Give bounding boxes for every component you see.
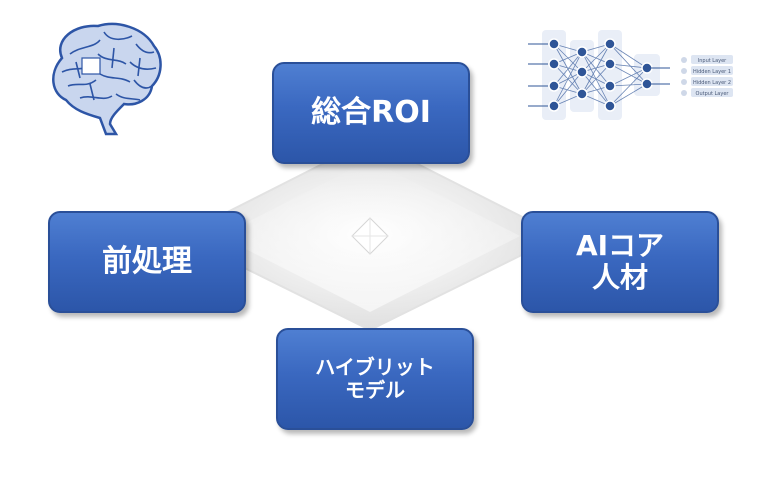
nn-connection	[609, 83, 648, 87]
nn-connection	[609, 43, 648, 69]
nn-node	[604, 100, 616, 112]
nn-legend-item-hidden1: Hidden Layer 1	[681, 66, 733, 75]
nn-node	[604, 38, 616, 50]
nn-node	[548, 100, 560, 112]
nn-connection	[553, 51, 583, 87]
nn-legend-item-output: Output Layer	[681, 88, 733, 97]
nn-legend: Input Layer Hidden Layer 1 Hidden Layer …	[681, 55, 733, 97]
nn-connection	[609, 63, 648, 85]
nn-node	[548, 38, 560, 50]
roi-box: 総合ROI	[272, 62, 470, 164]
nn-connection	[581, 63, 611, 95]
nn-connection	[581, 71, 611, 107]
neural-network-diagram: Input Layer Hidden Layer 1 Hidden Layer …	[528, 30, 733, 120]
nn-legend-item-hidden2: Hidden Layer 2	[681, 77, 733, 86]
hybrid-model-box: ハイブリット モデル	[276, 328, 474, 430]
nn-node	[576, 46, 588, 58]
nn-legend-item-input: Input Layer	[681, 55, 733, 64]
nn-node	[548, 80, 560, 92]
nn-connection	[609, 63, 648, 69]
nn-node	[548, 58, 560, 70]
nn-node	[576, 66, 588, 78]
nn-connection	[581, 43, 611, 73]
nn-connection	[553, 51, 583, 107]
legend-label: Hidden Layer 2	[693, 80, 731, 86]
nn-node	[576, 88, 588, 100]
nn-node	[604, 80, 616, 92]
nn-connection	[553, 71, 583, 107]
legend-label: Input Layer	[698, 58, 727, 64]
box-label-line-1: AIコア	[575, 228, 665, 262]
box-label: 総合ROI	[311, 94, 431, 130]
box-label: 前処理	[102, 243, 192, 279]
box-label-line-1: ハイブリット	[315, 355, 435, 379]
legend-label: Hidden Layer 1	[693, 69, 731, 75]
nn-node	[604, 58, 616, 70]
box-label-line-2: 人材	[591, 261, 648, 294]
nn-connection	[609, 67, 648, 87]
preprocessing-box: 前処理	[48, 211, 246, 313]
brain-icon	[52, 22, 162, 136]
box-label-line-2: モデル	[345, 378, 405, 402]
legend-label: Output Layer	[696, 91, 730, 97]
ai-core-talent-box: AIコア 人材	[521, 211, 719, 313]
nn-connection	[581, 43, 611, 95]
nn-connection	[609, 43, 648, 85]
nn-connection	[609, 67, 648, 107]
nn-connection	[609, 83, 648, 107]
